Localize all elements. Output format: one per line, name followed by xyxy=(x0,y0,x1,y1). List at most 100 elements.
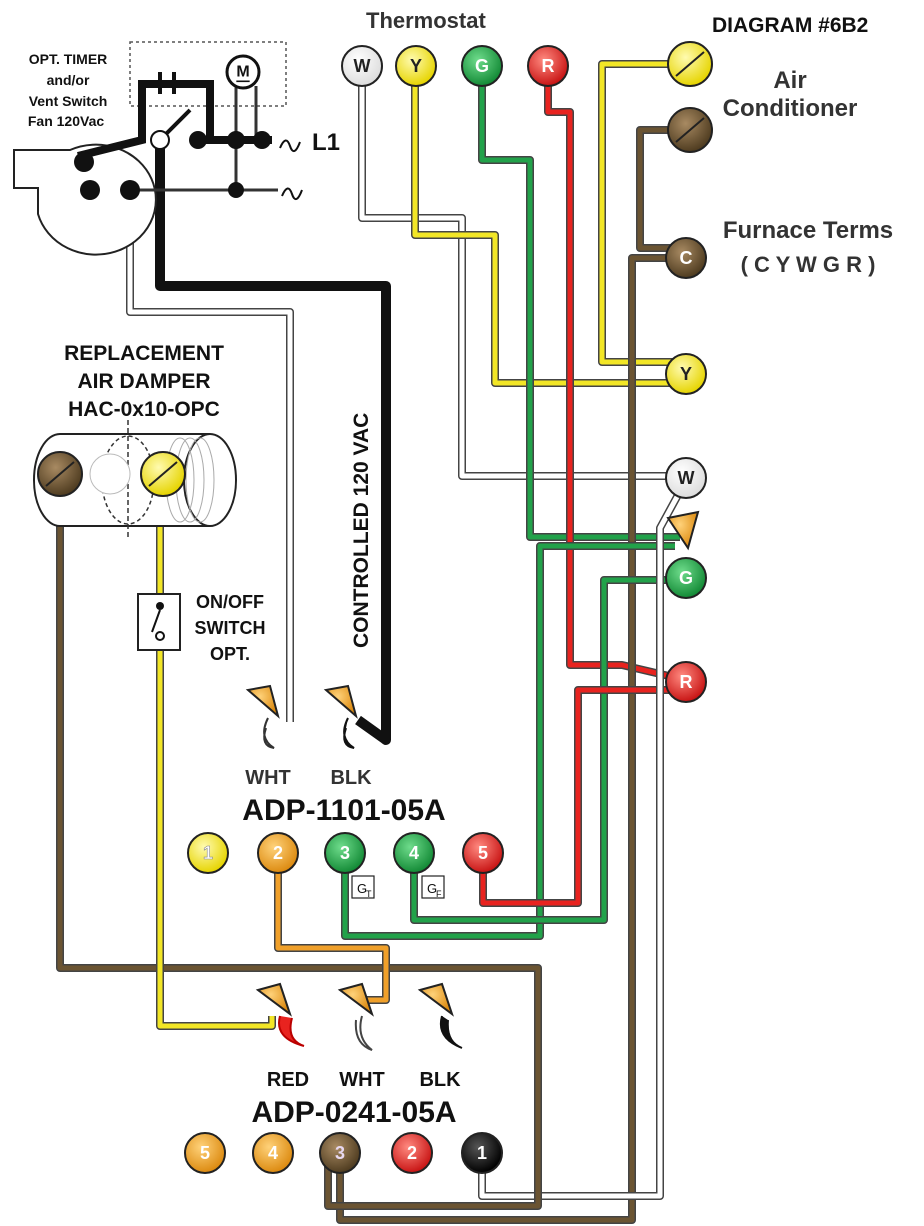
adp0241-terminal-3 xyxy=(319,1132,361,1174)
wire-black-120vac xyxy=(155,140,391,745)
gf-sub: F xyxy=(436,889,442,899)
thermostat-y-terminal xyxy=(395,45,437,87)
motor-label: M xyxy=(236,64,249,81)
adp0241-terminal-1 xyxy=(461,1132,503,1174)
damper-line2: AIR DAMPER xyxy=(77,370,210,393)
adp1101-model: ADP-1101-05A xyxy=(242,794,445,827)
svg-text:4: 4 xyxy=(409,843,419,863)
adp0241-lead-blk: BLK xyxy=(419,1069,461,1091)
thermostat-w-terminal xyxy=(341,45,383,87)
timer-line4: Fan 120Vac xyxy=(28,113,104,129)
thermostat-g-terminal xyxy=(461,45,503,87)
labels: Thermostat DIAGRAM #6B2 OPT. TIMER and/o… xyxy=(28,8,893,1129)
svg-text:Y: Y xyxy=(680,364,692,384)
adp1101-terminal-5 xyxy=(462,832,504,874)
damper-line3: HAC-0x10-OPC xyxy=(68,398,220,421)
svg-text:5: 5 xyxy=(478,843,488,863)
adp1101-lead-blk: BLK xyxy=(330,767,372,789)
svg-text:C: C xyxy=(680,248,693,268)
ac-line2: Conditioner xyxy=(723,95,858,122)
thermostat-r-terminal xyxy=(527,45,569,87)
adp1101-terminal-1 xyxy=(187,832,229,874)
controlled-120vac-label: CONTROLLED 120 VAC xyxy=(350,413,373,648)
adp1101-terminals: 1 2 3 4 5 G T G F xyxy=(187,832,504,899)
furnace-subtitle: ( C Y W G R ) xyxy=(741,252,876,277)
furnace-c-terminal xyxy=(665,237,707,279)
furnace-g-terminal xyxy=(665,557,707,599)
motor-icon xyxy=(225,54,261,90)
ac-line1: Air xyxy=(773,67,806,94)
wht-wire-nut-icon xyxy=(245,684,280,719)
furnace-w-terminal xyxy=(665,457,707,499)
adp1101-lead-wht: WHT xyxy=(245,767,291,789)
furnace-terminals: C Y W G R xyxy=(665,237,707,703)
svg-text:2: 2 xyxy=(273,843,283,863)
wire-brown-damper xyxy=(56,480,542,1210)
switch-line1: ON/OFF xyxy=(196,592,264,612)
timer-line3: Vent Switch xyxy=(29,93,108,109)
svg-text:2: 2 xyxy=(407,1143,417,1163)
adp0241-terminal-4 xyxy=(252,1132,294,1174)
wires xyxy=(56,60,688,1224)
furnace-y-terminal xyxy=(665,353,707,395)
svg-text:1: 1 xyxy=(477,1143,487,1163)
gt-label: G xyxy=(357,881,367,896)
svg-text:3: 3 xyxy=(335,1143,345,1163)
wire-green-3 xyxy=(341,542,675,940)
thermostat-title: Thermostat xyxy=(366,8,486,33)
gt-label-box xyxy=(351,875,375,899)
wire-white-1 xyxy=(478,482,688,1200)
adp0241-terminals: 5 4 3 2 1 xyxy=(184,1132,503,1174)
wire-yellow-ac xyxy=(598,60,688,366)
adp0241-leads xyxy=(255,982,463,1051)
timer-line2: and/or xyxy=(47,72,90,88)
gt-sub: T xyxy=(366,889,372,899)
svg-text:R: R xyxy=(542,56,555,76)
svg-text:3: 3 xyxy=(340,843,350,863)
timer-line1: OPT. TIMER xyxy=(29,51,108,67)
wire-green-g xyxy=(478,68,680,541)
wire-brown-c xyxy=(336,126,688,1224)
adp0241-lead-red: RED xyxy=(267,1069,309,1091)
timer-fan-area: M xyxy=(13,41,303,256)
adp1101-terminal-3 xyxy=(324,832,366,874)
svg-text:G: G xyxy=(475,56,489,76)
diagram-title: DIAGRAM #6B2 xyxy=(712,14,868,37)
damper-line1: REPLACEMENT xyxy=(64,342,224,365)
svg-text:W: W xyxy=(354,56,371,76)
svg-text:W: W xyxy=(678,468,695,488)
air-damper xyxy=(33,420,237,540)
furnace-title: Furnace Terms xyxy=(723,217,893,244)
blk-lead-wire-nut-icon xyxy=(417,982,454,1017)
on-off-switch-icon xyxy=(137,593,181,651)
adp0241-terminal-2 xyxy=(391,1132,433,1174)
adp0241-model: ADP-0241-05A xyxy=(251,1096,456,1129)
svg-text:Y: Y xyxy=(410,56,422,76)
blk-wire-nut-icon xyxy=(323,684,358,719)
adp0241-terminal-5 xyxy=(184,1132,226,1174)
wire-red-5 xyxy=(479,686,686,907)
furnace-r-terminal xyxy=(665,661,707,703)
l1-label: L1 xyxy=(312,129,340,156)
svg-text:5: 5 xyxy=(200,1143,210,1163)
wire-yellow-y xyxy=(411,68,685,387)
switch-line2: SWITCH xyxy=(195,618,266,638)
adp1101-leads xyxy=(245,684,358,749)
wire-orange-2 xyxy=(274,860,390,1004)
wire-yellow-damper xyxy=(156,480,276,1030)
wire-white-fan xyxy=(126,190,294,722)
ac-terminals xyxy=(667,41,713,153)
red-wire-nut-icon xyxy=(255,982,292,1017)
wire-white-w xyxy=(358,68,684,480)
adp0241-lead-wht: WHT xyxy=(339,1069,385,1091)
gf-label: G xyxy=(427,881,437,896)
svg-text:1: 1 xyxy=(203,843,213,863)
adp1101-terminal-2 xyxy=(257,832,299,874)
timer-box-outline xyxy=(129,41,287,107)
svg-text:G: G xyxy=(679,568,693,588)
svg-text:4: 4 xyxy=(268,1143,278,1163)
svg-text:R: R xyxy=(680,672,693,692)
gf-label-box xyxy=(421,875,445,899)
adp1101-terminal-4 xyxy=(393,832,435,874)
